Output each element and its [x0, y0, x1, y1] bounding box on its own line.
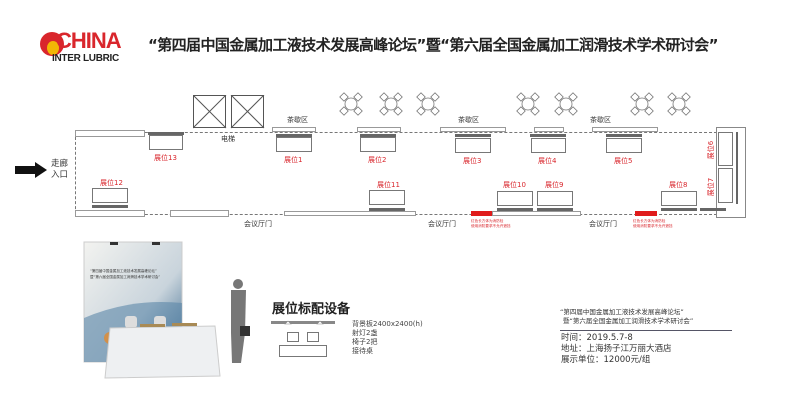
tea-break-label: 茶歇区 — [458, 116, 479, 124]
info-details: 时间：2019.5.7-8 地址：上海扬子江万丽大酒店 展示单位：12000元/… — [561, 333, 672, 366]
tea-table-icons — [339, 92, 691, 116]
info-price: 展示单位：12000元/组 — [561, 355, 651, 365]
side-wall-bar — [736, 132, 738, 204]
side-room — [716, 127, 746, 218]
wall-block — [284, 211, 416, 216]
info-divider — [560, 330, 732, 331]
wall-block — [170, 210, 229, 217]
tea-break-label: 茶歇区 — [287, 116, 308, 124]
logo-line1: CHINA — [56, 28, 122, 53]
logo-drop-icon — [40, 32, 64, 56]
booth-photo: “第四届中国金属加工液技术发展高峰论坛”暨“第六届全国金属加工润滑技术学术研讨会… — [80, 238, 250, 383]
logo-line2: INTER LUBRIC — [52, 53, 119, 64]
info-title: “第四届中国金属加工液技术发展高峰论坛” 暨“第六届全国金属加工润滑技术学术研讨… — [560, 308, 693, 326]
top-wall — [75, 132, 717, 133]
logo: CHINA INTER LUBRIC — [38, 28, 123, 66]
page-title: “第四届中国金属加工液技术发展高峰论坛”暨“第六届全国金属加工润滑技术学术研讨会… — [148, 36, 718, 54]
entrance-label: 走廊入口 — [51, 159, 69, 180]
equipment-item: 背景板2400x2400(h) — [352, 320, 423, 328]
tea-break-label: 茶歇区 — [590, 116, 611, 124]
tea-counter — [534, 127, 564, 132]
photo-banner-text: “第四届中国金属加工液技术发展高峰论坛”暨“第六届全国金属加工润滑技术学术研讨会… — [90, 269, 161, 279]
meeting-door-label: 会议厅门 — [244, 220, 272, 228]
arrow-right-icon — [15, 162, 47, 178]
fire-hydrant — [471, 211, 492, 216]
wall-block — [75, 210, 145, 217]
equipment-list: 背景板2400x2400(h) 射灯2盏 椅子2把 接待桌 — [352, 320, 423, 356]
info-time: 时间：2019.5.7-8 — [561, 333, 633, 343]
equipment-diagram-icon — [271, 320, 335, 357]
left-wall — [75, 132, 76, 214]
equipment-title: 展位标配设备 — [272, 302, 351, 317]
info-address: 地址：上海扬子江万丽大酒店 — [561, 344, 672, 354]
equipment-item: 接待桌 — [352, 347, 373, 355]
info-title-line2: 暨“第六届全国金属加工润滑技术学术研讨会” — [563, 317, 694, 325]
tea-counter — [357, 127, 401, 132]
elevator-icon — [193, 95, 265, 129]
meeting-door-label: 会议厅门 — [589, 220, 617, 228]
tea-counter — [440, 127, 506, 132]
wall-block — [492, 211, 581, 216]
info-title-line1: “第四届中国金属加工液技术发展高峰论坛” — [560, 308, 684, 316]
tea-counter — [592, 127, 658, 132]
elevator-label: 电梯 — [221, 135, 235, 143]
meeting-door-label: 会议厅门 — [428, 220, 456, 228]
hydrant-note: 红色长方体为消防栓使用消防要求不允许遮挡 — [471, 219, 511, 228]
side-bar — [700, 208, 726, 211]
wall-block — [75, 130, 145, 137]
fire-hydrant — [635, 211, 657, 216]
hydrant-note: 红色长方体为消防栓使用消防要求不允许遮挡 — [633, 219, 673, 228]
equipment-item: 射灯2盏 — [352, 329, 378, 337]
tea-counter — [272, 127, 316, 132]
equipment-item: 椅子2把 — [352, 338, 378, 346]
